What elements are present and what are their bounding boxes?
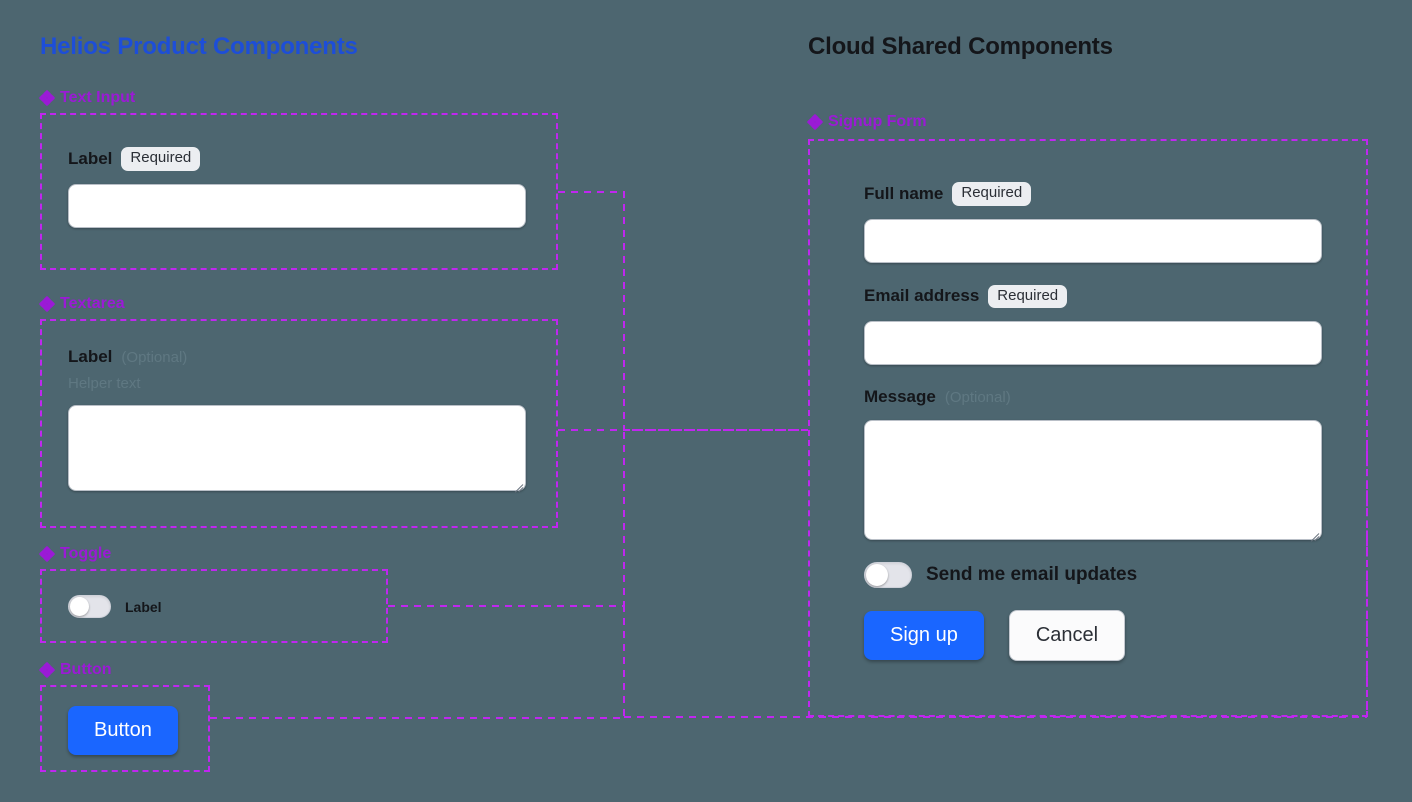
diamond-cluster-icon: [38, 661, 56, 679]
textarea-field[interactable]: [68, 405, 526, 491]
required-badge: Required: [952, 182, 1032, 206]
right-column-title: Cloud Shared Components: [808, 33, 1113, 60]
panel-text-input: Label Required: [40, 113, 558, 270]
section-label-signup-form: Signup Form: [806, 113, 927, 131]
toggle-knob: [866, 564, 888, 586]
email-updates-toggle-row: Send me email updates: [864, 562, 1322, 588]
label-text: Full name: [864, 183, 944, 203]
toggle-switch[interactable]: [68, 595, 111, 618]
field-label-full-name: Full name Required: [864, 182, 1322, 206]
diamond-cluster-icon: [38, 89, 56, 107]
field-label-textarea: Label (Optional): [68, 347, 526, 367]
label-text: Label: [68, 148, 113, 168]
section-label-text: Signup Form: [828, 113, 927, 130]
optional-tag: (Optional): [944, 388, 1011, 406]
section-label-text: Toggle: [60, 545, 112, 562]
diamond-cluster-icon: [38, 545, 56, 563]
panel-button: Button: [40, 685, 210, 772]
required-badge: Required: [988, 284, 1068, 308]
connector-text-input: [558, 191, 808, 431]
diamond-cluster-icon: [806, 113, 824, 131]
section-label-textarea: Textarea: [38, 295, 125, 313]
section-label-button: Button: [38, 661, 112, 679]
label-text: Label: [68, 347, 113, 366]
full-name-input[interactable]: [864, 218, 1322, 263]
email-updates-label: Send me email updates: [926, 564, 1138, 585]
panel-toggle: Label: [40, 569, 388, 643]
section-label-text-input: Text Input: [38, 89, 136, 107]
text-input-field[interactable]: [68, 183, 526, 228]
section-label-text: Text Input: [60, 89, 136, 106]
left-column-title: Helios Product Components: [40, 33, 358, 60]
field-label-email-address: Email address Required: [864, 284, 1322, 308]
label-text: Email address: [864, 286, 980, 306]
toggle-knob: [70, 597, 89, 616]
panel-signup-form: Full name Required Email address Require…: [808, 139, 1368, 717]
demo-button[interactable]: Button: [68, 706, 178, 755]
toggle-label: Label: [125, 598, 162, 615]
section-label-text: Textarea: [60, 295, 125, 312]
field-label-text-input: Label Required: [68, 147, 526, 171]
diamond-cluster-icon: [38, 295, 56, 313]
required-badge: Required: [121, 147, 201, 171]
section-label-toggle: Toggle: [38, 545, 112, 563]
label-text: Message: [864, 387, 936, 406]
field-label-message: Message (Optional): [864, 387, 1322, 407]
cancel-button[interactable]: Cancel: [1008, 610, 1126, 661]
email-address-input[interactable]: [864, 321, 1322, 365]
optional-tag: (Optional): [121, 348, 188, 366]
email-updates-toggle[interactable]: [864, 562, 912, 588]
sign-up-button[interactable]: Sign up: [864, 611, 984, 660]
section-label-text: Button: [60, 661, 112, 678]
message-textarea[interactable]: [864, 420, 1322, 540]
helper-text: Helper text: [68, 375, 141, 392]
panel-textarea: Label (Optional) Helper text: [40, 319, 558, 528]
form-actions: Sign up Cancel: [864, 610, 1322, 661]
